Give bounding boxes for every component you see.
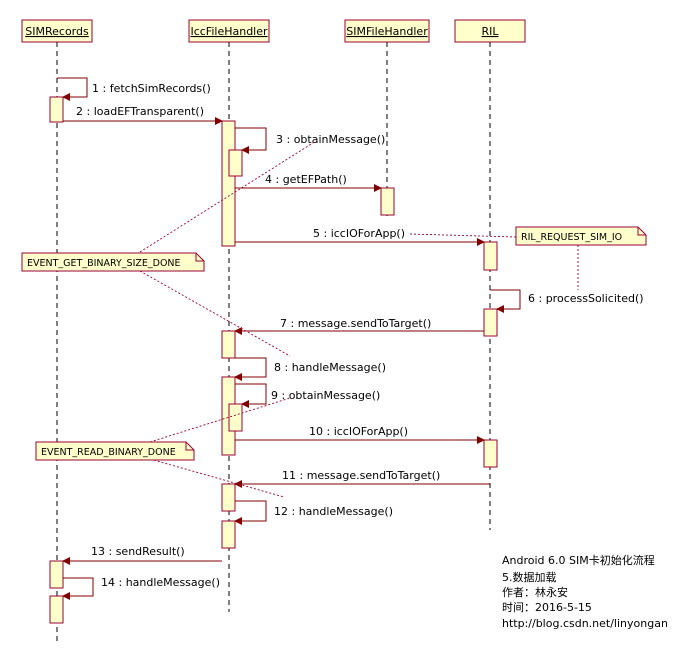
message-8-label: 8 : handleMessage() [274,361,386,374]
activation-ril-1 [483,241,498,271]
caption-line-3: 作者：林永安 [502,585,568,599]
message-8-arrow [234,357,267,381]
caption-line-4: 时间：2016-5-15 [502,601,592,614]
message-14-label: 14 : handleMessage() [101,576,220,589]
message-10-label: 10 : iccIOForApp() [309,425,408,438]
message-1-arrow [57,77,88,101]
activation-icc-3-nested [228,403,243,432]
note-event-read: EVENT_READ_BINARY_DONE [35,441,195,461]
participant-ril-label: RIL [481,25,499,38]
activation-icc-4 [221,483,236,512]
participant-iccfilehandler-label: IccFileHandler [190,25,268,38]
message-13-label: 13 : sendResult() [91,545,185,558]
message-9-label: 9 : obtainMessage() [271,389,380,402]
message-1-label: 1 : fetchSimRecords() [92,82,211,95]
activation-simrecords-2 [49,560,64,589]
activation-icc-1-nested [228,149,243,177]
message-12-arrow [234,500,267,525]
message-9-arrow [235,383,267,408]
participant-iccfilehandler: IccFileHandler [188,19,270,43]
note-event-read-text: EVENT_READ_BINARY_DONE [41,447,176,458]
message-3-label: 3 : obtainMessage() [276,133,385,146]
activation-ril-3 [483,439,498,468]
message-2-label: 2 : loadEFTransparent() [76,105,204,118]
caption-line-1: Android 6.0 SIM卡初始化流程 [502,553,655,567]
participant-simfilehandler-label: SIMFileHandler [346,25,428,38]
message-12-label: 12 : handleMessage() [274,505,393,518]
message-5-label: 5 : iccIOForApp() [313,227,405,240]
participant-simrecords: SIMRecords [21,19,93,43]
note-ril-request: RIL_REQUEST_SIM_IO [515,226,647,246]
activation-ril-2 [483,308,498,337]
participant-ril: RIL [454,19,526,43]
note-connector-event-read-up [149,397,291,443]
message-11-label: 11 : message.sendToTarget() [282,469,440,482]
note-connector-event-size-up [139,140,317,253]
activation-icc-1 [221,120,236,247]
activation-icc-5 [221,520,236,549]
note-connector-ril-request-left [409,233,517,238]
caption-block: Android 6.0 SIM卡初始化流程 5.数据加载 作者：林永安 时间：2… [502,553,668,630]
caption-line-2: 5.数据加载 [502,570,557,584]
participant-simfilehandler: SIMFileHandler [344,19,430,43]
activation-simrecords-3 [49,595,64,624]
note-connector-event-size-down [139,270,291,357]
note-event-size-text: EVENT_GET_BINARY_SIZE_DONE [27,258,181,269]
message-6-arrow [490,289,521,313]
note-event-size: EVENT_GET_BINARY_SIZE_DONE [21,252,205,272]
message-14-arrow [62,577,94,600]
message-3-arrow [235,127,267,154]
caption-line-5: http://blog.csdn.net/linyongan [502,617,668,630]
participant-simrecords-label: SIMRecords [25,25,89,38]
message-6-label: 6 : processSolicited() [528,292,644,305]
note-connector-event-read-down [149,458,285,498]
activation-icc-2 [221,330,236,359]
activation-simrecords-1 [49,96,64,123]
message-4-label: 4 : getEFPath() [265,173,347,186]
note-ril-request-text: RIL_REQUEST_SIM_IO [521,232,622,243]
activation-simfile-1 [380,187,395,216]
message-7-label: 7 : message.sendToTarget() [280,317,431,330]
